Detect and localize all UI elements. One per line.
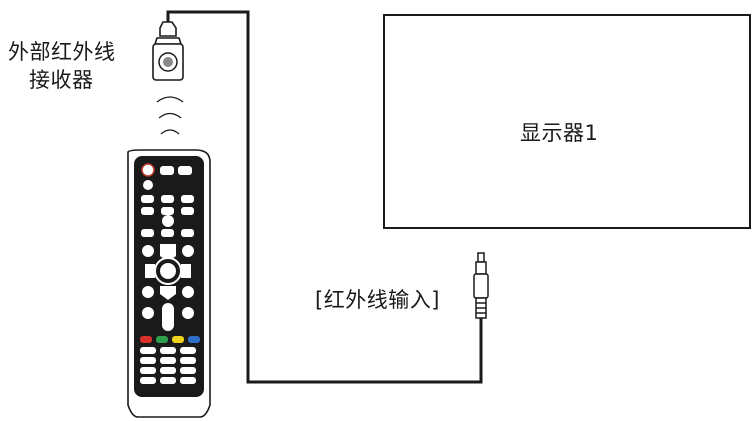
receiver-label-line2: 接收器 [29,68,94,92]
display-box [383,14,751,229]
ir-input-label: [红外线输入] [315,288,440,312]
ir-signal-waves [156,96,184,135]
receiver-label-line1: 外部红外线 [8,40,116,64]
ir-input-jack [473,252,489,319]
display-label: 显示器1 [520,121,599,145]
ir-receiver-device [152,21,184,81]
remote-control [127,149,211,418]
remote-brand-logo: PHILIPS [154,402,184,409]
ir-cable [166,10,483,384]
